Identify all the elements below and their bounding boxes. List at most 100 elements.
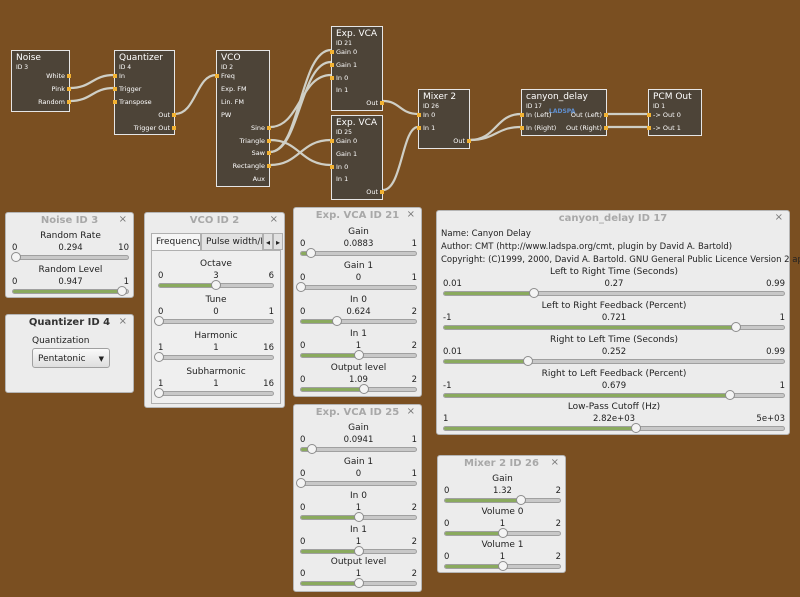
slider-handle[interactable] [154,388,164,398]
port-in0[interactable]: In 0 [336,74,349,82]
slider-handle[interactable] [515,495,526,505]
close-icon[interactable]: × [550,457,559,468]
jack-in[interactable] [330,50,334,54]
port-in0[interactable]: In 0 [423,111,436,119]
port-sine[interactable]: Sine [250,124,265,132]
close-icon[interactable]: × [774,212,783,223]
slider-track[interactable] [443,288,785,298]
slider-handle[interactable] [296,478,306,488]
port-lin-fm[interactable]: Lin. FM [221,98,245,106]
close-icon[interactable]: × [118,316,127,327]
port-out[interactable]: Out [158,111,170,119]
jack-out[interactable] [267,139,271,143]
jack-in[interactable] [330,165,334,169]
slider-track[interactable] [444,495,561,505]
slider-handle[interactable] [331,316,342,326]
slider-handle[interactable] [529,288,540,298]
slider-handle[interactable] [116,286,127,296]
slider-handle[interactable] [630,423,641,433]
jack-out[interactable] [467,139,471,143]
jack-in[interactable] [647,113,651,117]
jack-out[interactable] [604,113,608,117]
slider-track[interactable] [300,316,417,326]
jack-in[interactable] [113,74,117,78]
jack-in[interactable] [520,113,524,117]
jack-in[interactable] [647,126,651,130]
slider-handle[interactable] [358,384,369,394]
slider-handle[interactable] [497,561,508,571]
jack-out[interactable] [172,113,176,117]
jack-in[interactable] [330,76,334,80]
jack-out[interactable] [67,100,71,104]
slider-handle[interactable] [522,356,533,366]
port-aux[interactable]: Aux [252,175,265,183]
pcm-out-module[interactable]: PCM Out ID 1 -> Out 0 -> Out 1 [647,89,702,136]
port-in1[interactable]: In 1 [336,86,349,94]
slider-track[interactable] [154,316,274,326]
port-in[interactable]: In [119,72,126,80]
slider-track[interactable] [443,356,785,366]
port-in1[interactable]: In 1 [336,175,349,183]
close-icon[interactable]: × [406,406,415,417]
port-exp-fm[interactable]: Exp. FM [221,85,247,93]
jack-out[interactable] [604,126,608,130]
slider-handle[interactable] [353,578,364,588]
port-random[interactable]: Random [38,98,65,106]
jack-out[interactable] [67,87,71,91]
slider-track[interactable] [444,561,561,571]
slider-track[interactable] [443,390,785,400]
slider-track[interactable] [300,578,417,588]
port-out1[interactable]: -> Out 1 [653,124,681,132]
port-trigger[interactable]: Trigger [119,85,142,93]
chevron-left-icon[interactable]: ◂ [263,233,273,250]
port-pw[interactable]: PW [221,111,232,119]
jack-in[interactable] [520,126,524,130]
slider-track[interactable] [296,282,417,292]
slider-handle[interactable] [306,248,317,258]
tab-pulse-width[interactable]: Pulse width/Ph [201,233,263,250]
port-out-left[interactable]: Out (Left) [570,111,602,119]
slider-handle[interactable] [154,352,164,362]
slider-handle[interactable] [353,350,364,360]
port-saw[interactable]: Saw [251,149,265,157]
slider-track[interactable] [300,248,417,258]
slider-track[interactable] [296,478,417,488]
vca25-module[interactable]: Exp. VCA ID 25 Gain 0 Gain 1 In 0 In 1 O… [330,115,384,200]
jack-in[interactable] [215,74,219,78]
port-rectangle[interactable]: Rectangle [232,162,265,170]
slider-handle[interactable] [353,546,364,556]
jack-in[interactable] [113,87,117,91]
jack-out[interactable] [172,126,176,130]
jack-in[interactable] [330,63,334,67]
port-out-right[interactable]: Out (Right) [565,124,602,132]
jack-out[interactable] [380,190,384,194]
slider-track[interactable] [11,252,129,262]
port-gain0[interactable]: Gain 0 [336,48,358,56]
delay-module[interactable]: canyon_delay ID 17 LADSPA In (Left) In (… [520,89,608,136]
port-trigger-out[interactable]: Trigger Out [133,124,170,132]
jack-in[interactable] [113,100,117,104]
slider-track[interactable] [300,546,417,556]
jack-in[interactable] [330,139,334,143]
slider-track[interactable] [300,444,417,454]
port-out[interactable]: Out [366,188,378,196]
slider-track[interactable] [154,388,274,398]
slider-track[interactable] [443,322,785,332]
